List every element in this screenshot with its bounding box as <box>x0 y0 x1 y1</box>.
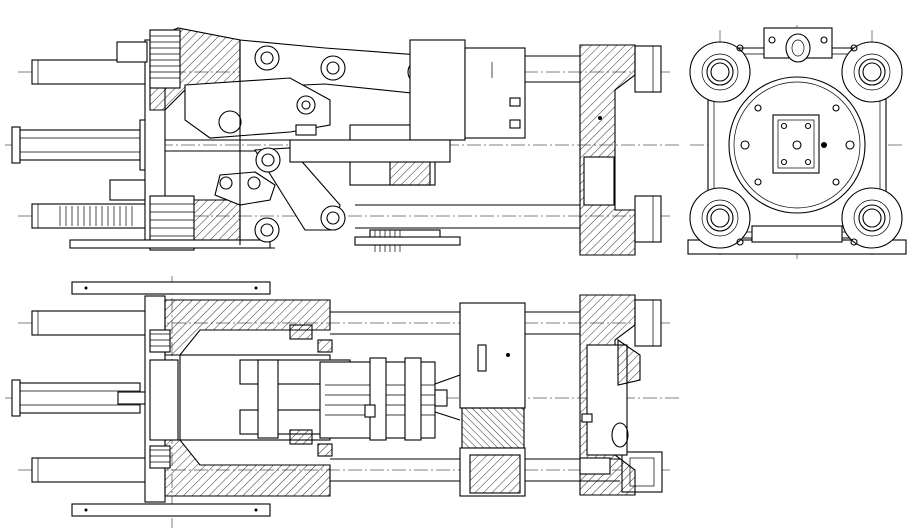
rear-platen-top <box>144 295 331 503</box>
tie-bar-boss-br <box>841 187 903 249</box>
fixed-platen-side <box>579 44 636 256</box>
rear-platen-side <box>69 27 271 251</box>
tie-bar-boss-tl <box>689 41 751 103</box>
end-view <box>687 25 907 262</box>
hydraulic-cylinder-top <box>11 379 151 417</box>
moving-platen-top <box>434 302 526 497</box>
fixed-platen-top <box>579 294 641 496</box>
side-view <box>5 27 680 256</box>
top-view <box>5 276 680 528</box>
tie-bar-boss-tr <box>841 41 903 103</box>
tie-bar-boss-bl <box>689 187 751 249</box>
toggle-linkage-top <box>179 324 448 457</box>
toggle-linkage-side <box>184 39 526 252</box>
